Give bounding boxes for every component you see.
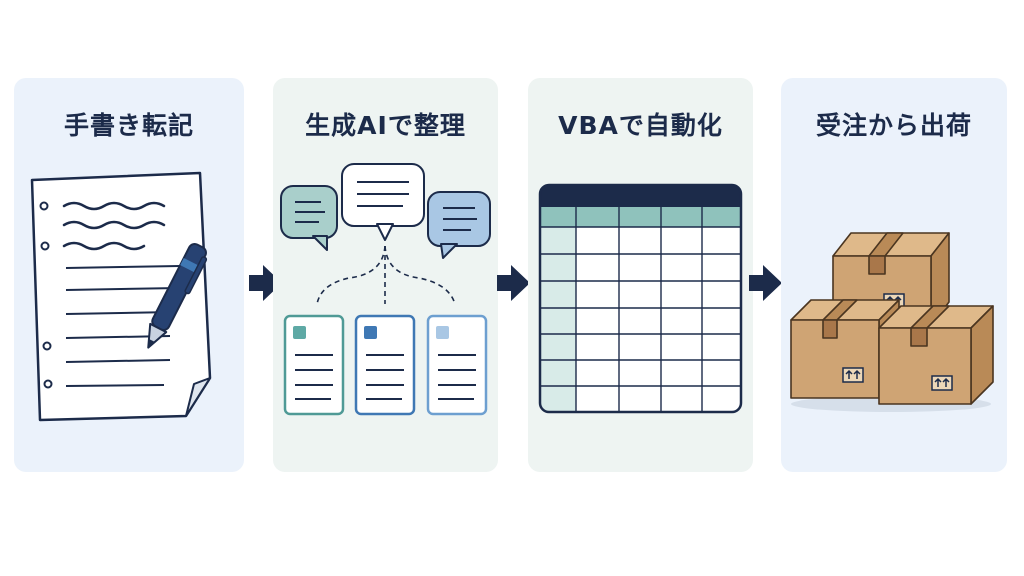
step-title-1: 手書き転記 xyxy=(63,111,194,140)
step-title-2: 生成AIで整理 xyxy=(305,111,466,140)
step-title-4: 受注から出荷 xyxy=(815,111,972,140)
step-panel-2: 生成AIで整理 xyxy=(273,78,498,472)
this-side-up-label-icon xyxy=(931,375,953,391)
handwritten-page-with-pen-icon xyxy=(30,171,212,422)
step-panel-4: 受注から出荷 xyxy=(781,78,1007,472)
this-side-up-label-icon xyxy=(842,367,864,383)
spreadsheet-table-icon xyxy=(538,183,743,414)
step-panel-1: 手書き転記 xyxy=(14,78,244,472)
stacked-cardboard-boxes-icon xyxy=(790,232,994,412)
step-title-3: VBAで自動化 xyxy=(558,111,723,140)
right-arrow-icon xyxy=(497,265,530,301)
step-panel-3: VBAで自動化 xyxy=(528,78,753,472)
right-arrow-icon xyxy=(749,265,782,301)
right-arrow-icon xyxy=(249,265,282,301)
ai-chat-bubbles-to-cards-icon xyxy=(280,163,491,416)
